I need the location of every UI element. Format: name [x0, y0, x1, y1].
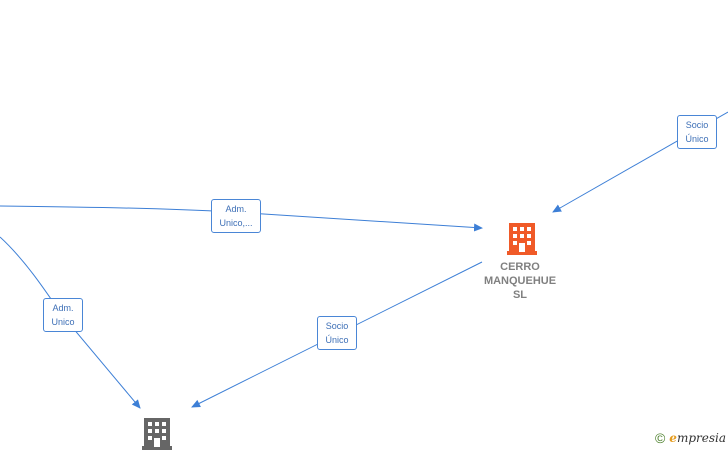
- company-name-line: MANQUEHUE: [483, 275, 557, 287]
- brand-initial: e: [669, 431, 677, 445]
- edge-label-line1: Socio: [325, 321, 349, 331]
- edge-label-adm-unico-left[interactable]: Adm. Unico: [43, 298, 83, 332]
- edge-label-socio-unico-top[interactable]: Socio Único: [677, 115, 717, 149]
- edge-label-line1: Socio: [685, 120, 709, 130]
- company-building-icon[interactable]: [507, 221, 537, 255]
- edge-label-line2: Unico: [51, 317, 75, 327]
- company-name-label[interactable]: CERRO MANQUEHUE SL: [470, 260, 570, 302]
- company-name-line: CERRO: [500, 261, 540, 273]
- edge-label-socio-unico-bottom[interactable]: Socio Único: [317, 316, 357, 350]
- copyright-icon: ©: [654, 430, 666, 446]
- edge-label-line2: Único: [685, 134, 709, 144]
- brand-logo: empresia: [669, 431, 726, 445]
- edge-label-line2: Único: [325, 335, 349, 345]
- edge-label-line2: Unico,...: [219, 218, 253, 228]
- company-name-line: SL: [512, 289, 528, 301]
- company-building-icon[interactable]: [142, 416, 172, 450]
- empresia-watermark: © empresia: [655, 430, 726, 446]
- edge-label-adm-unico-mid[interactable]: Adm. Unico,...: [211, 199, 261, 233]
- edge-label-line1: Adm.: [52, 303, 74, 313]
- brand-name: mpresia: [676, 431, 726, 445]
- edge-label-line1: Adm.: [225, 204, 247, 214]
